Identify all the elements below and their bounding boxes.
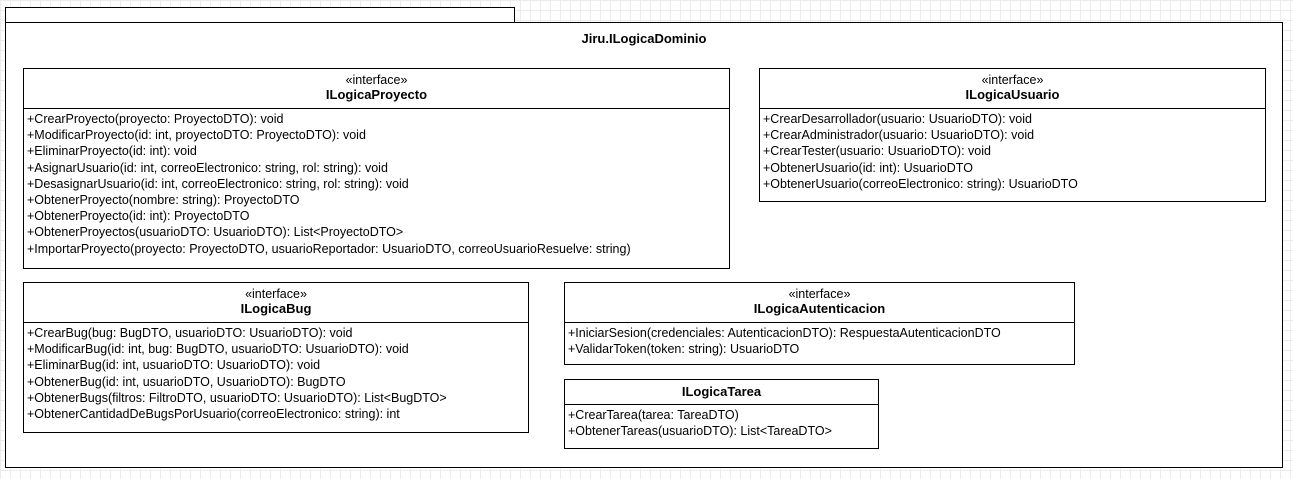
class-name: ILogicaUsuario [965, 87, 1060, 102]
class-ilogicatarea[interactable]: ILogicaTarea +CrearTarea(tarea: TareaDTO… [564, 379, 879, 449]
operation: +ImportarProyecto(proyecto: ProyectoDTO,… [27, 241, 631, 256]
operation: +EliminarBug(id: int, usuarioDTO: Usuari… [27, 358, 321, 373]
stereotype-label: «interface» [981, 73, 1044, 87]
operation: +ModificarProyecto(id: int, proyectoDTO:… [27, 128, 366, 143]
class-name: ILogicaTarea [681, 384, 762, 399]
class-header: «interface» ILogicaBug [24, 283, 528, 323]
operations-compartment: +CrearDesarrollador(usuario: UsuarioDTO)… [760, 109, 1265, 195]
operation: +ObtenerBugs(filtros: FiltroDTO, usuario… [27, 390, 447, 405]
operations-compartment: +CrearTarea(tarea: TareaDTO) +ObtenerTar… [565, 405, 878, 442]
package-title: Jiru.ILogicaDominio [581, 31, 707, 46]
class-ilogicabug[interactable]: «interface» ILogicaBug +CrearBug(bug: Bu… [23, 282, 529, 433]
class-name: ILogicaProyecto [325, 87, 428, 102]
class-header: «interface» ILogicaProyecto [24, 69, 729, 109]
class-name: ILogicaAutenticacion [753, 301, 886, 316]
operations-compartment: +CrearBug(bug: BugDTO, usuarioDTO: Usuar… [24, 323, 528, 425]
operation: +AsignarUsuario(id: int, correoElectroni… [27, 160, 388, 175]
operations-compartment: +CrearProyecto(proyecto: ProyectoDTO): v… [24, 109, 729, 260]
class-header: ILogicaTarea [565, 380, 878, 405]
operation: +EliminarProyecto(id: int): void [27, 144, 197, 159]
class-header: «interface» ILogicaUsuario [760, 69, 1265, 109]
operation: +ObtenerProyecto(nombre: string): Proyec… [27, 193, 300, 208]
operation: +ValidarToken(token: string): UsuarioDTO [568, 342, 800, 357]
class-header: «interface» ILogicaAutenticacion [565, 283, 1074, 323]
operation: +CrearTester(usuario: UsuarioDTO): void [763, 144, 991, 159]
class-ilogicausuario[interactable]: «interface» ILogicaUsuario +CrearDesarro… [759, 68, 1266, 202]
operation: +ObtenerTareas(usuarioDTO): List<TareaDT… [568, 424, 832, 439]
operation: +CrearProyecto(proyecto: ProyectoDTO): v… [27, 112, 284, 126]
operation: +ObtenerProyectos(usuarioDTO: UsuarioDTO… [27, 225, 404, 240]
operation: +ObtenerProyecto(id: int): ProyectoDTO [27, 209, 250, 224]
operation: +ObtenerUsuario(correoElectronico: strin… [763, 176, 1078, 191]
operation: +CrearDesarrollador(usuario: UsuarioDTO)… [763, 112, 1032, 126]
package-tab [5, 7, 515, 22]
operation: +DesasignarUsuario(id: int, correoElectr… [27, 176, 409, 191]
operation: +ObtenerBug(id: int, usuarioDTO, Usuario… [27, 374, 346, 389]
operation: +CrearTarea(tarea: TareaDTO) [568, 408, 739, 422]
class-name: ILogicaBug [240, 301, 312, 316]
operation: +ModificarBug(id: int, bug: BugDTO, usua… [27, 342, 409, 357]
operation: +CrearBug(bug: BugDTO, usuarioDTO: Usuar… [27, 326, 353, 340]
operation: +ObtenerCantidadDeBugsPorUsuario(correoE… [27, 407, 400, 422]
operation: +ObtenerUsuario(id: int): UsuarioDTO [763, 160, 973, 175]
stereotype-label: «interface» [345, 73, 408, 87]
stereotype-label: «interface» [788, 287, 851, 301]
stereotype-label: «interface» [245, 287, 307, 301]
operation: +IniciarSesion(credenciales: Autenticaci… [568, 326, 1001, 340]
class-ilogicaautenticacion[interactable]: «interface» ILogicaAutenticacion +Inicia… [564, 282, 1075, 365]
operation: +CrearAdministrador(usuario: UsuarioDTO)… [763, 128, 1035, 143]
operations-compartment: +IniciarSesion(credenciales: Autenticaci… [565, 323, 1074, 360]
class-ilogicaproyecto[interactable]: «interface» ILogicaProyecto +CrearProyec… [23, 68, 730, 269]
